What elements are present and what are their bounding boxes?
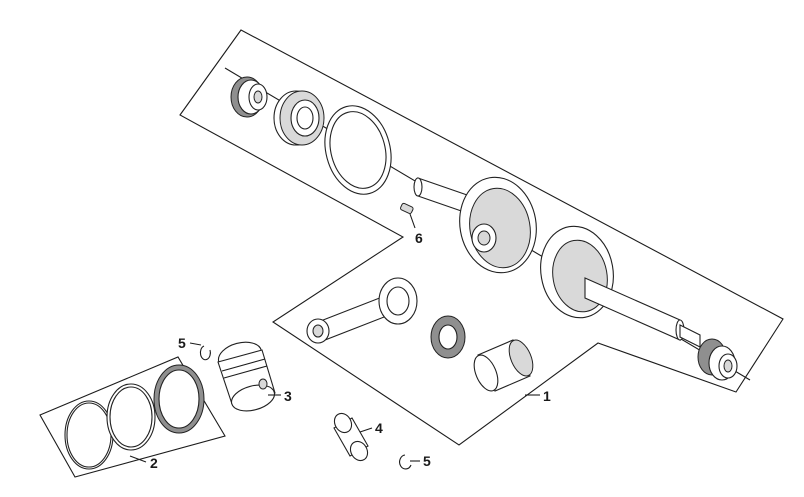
callout-leader-4	[359, 427, 373, 433]
crankshaft-assembly-outline	[179, 29, 784, 446]
piston	[217, 341, 276, 412]
callout-5-upper: 5	[178, 335, 186, 351]
thrust-washer	[324, 105, 392, 195]
callout-4: 4	[375, 420, 383, 436]
connecting-rod	[306, 277, 418, 344]
ball-bearing	[273, 90, 325, 146]
callout-1: 1	[543, 388, 551, 404]
callout-leader-2	[129, 455, 147, 463]
woodruff-key	[400, 202, 414, 215]
crankshaft-right	[540, 225, 701, 348]
crank-pin	[473, 339, 534, 392]
timing-sprocket	[230, 76, 268, 118]
circlip-lower	[399, 454, 412, 470]
crankshaft-left	[413, 176, 537, 274]
circlip-upper	[199, 345, 211, 361]
callout-3: 3	[284, 388, 292, 404]
needle-bearing	[430, 315, 466, 359]
callout-leader-6	[409, 213, 416, 229]
callout-2: 2	[150, 455, 158, 471]
callout-6: 6	[415, 230, 423, 246]
piston-ring-set	[64, 364, 205, 470]
piston-pin	[333, 412, 369, 462]
crankshaft-drive-sprocket	[697, 338, 738, 381]
callout-leader-5a	[189, 342, 202, 346]
callout-5-lower: 5	[423, 453, 431, 469]
piston-rings-outline	[39, 356, 226, 478]
